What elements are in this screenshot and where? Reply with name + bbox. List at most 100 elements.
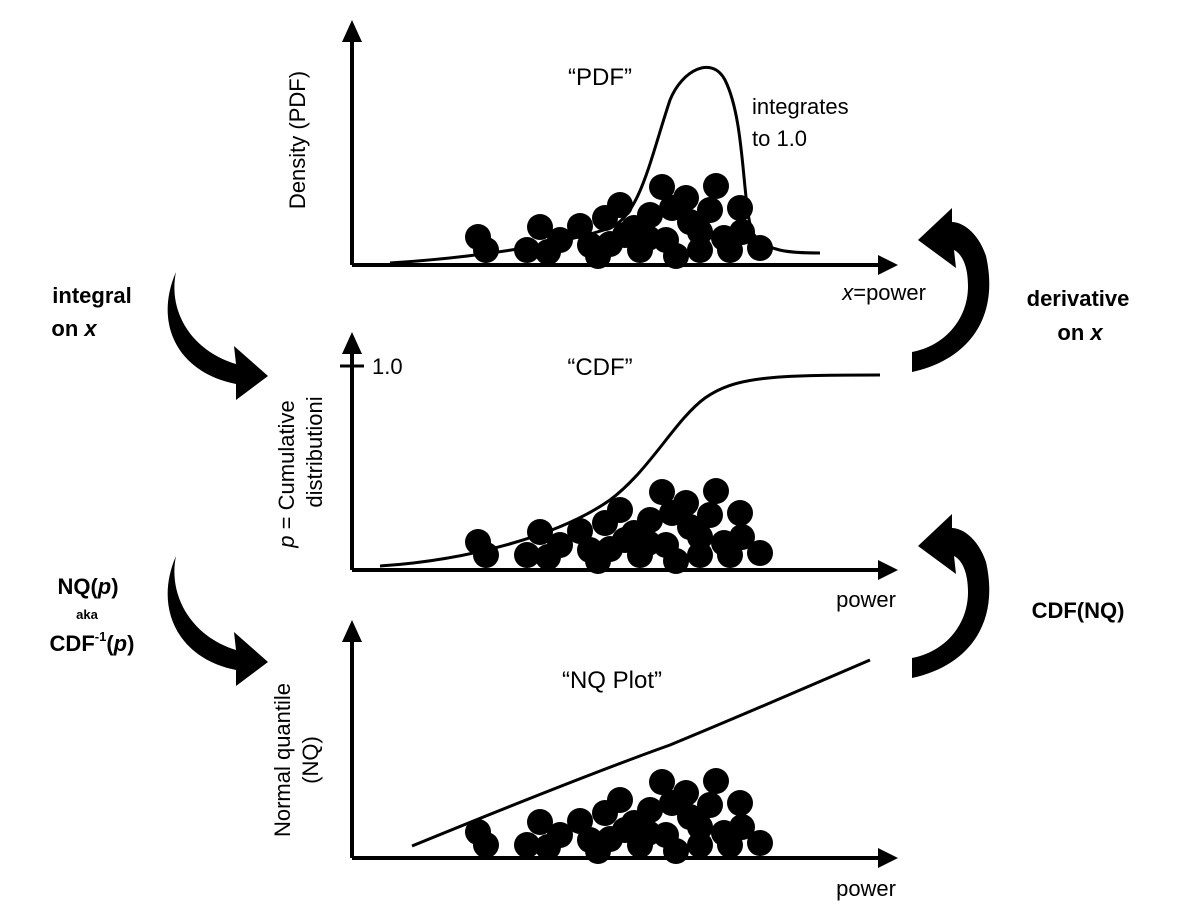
nq-title: “NQ Plot”	[562, 667, 662, 694]
pdf-title: “PDF”	[568, 64, 632, 91]
nq-y-axis	[342, 620, 362, 858]
derivative-label-var: x	[1089, 320, 1103, 345]
nq-transform-label-line3: CDF-1(p)	[50, 629, 135, 656]
data-point-dot	[673, 780, 699, 806]
integral-label-line2: on x	[51, 316, 97, 341]
cdf-nq-label: CDF(NQ)	[1032, 598, 1125, 623]
derivative-label-prefix: on	[1057, 320, 1090, 345]
data-point-dot	[653, 227, 679, 253]
data-point-dot	[717, 542, 743, 568]
cdf-tick-label: 1.0	[372, 354, 403, 379]
nq-x-label: power	[836, 876, 896, 901]
data-point-dot	[673, 490, 699, 516]
data-point-dot	[677, 804, 703, 830]
pdf-y-axis	[342, 20, 362, 265]
nq-transform-label-aka: aka	[76, 607, 98, 622]
integral-curved-arrow-icon	[167, 272, 268, 400]
cdf-y-label-line1: p = Cumulative	[274, 400, 299, 548]
nq-curved-arrow-icon	[167, 556, 268, 686]
inverse-cdf-superscript: -1	[95, 629, 107, 644]
nq-panel: “NQ Plot” Normal quantile (NQ) power	[270, 620, 898, 901]
pdf-x-label: x=power	[841, 280, 926, 305]
cdf-title: “CDF”	[567, 354, 632, 381]
data-point-dot	[637, 507, 663, 533]
pdf-data-points	[465, 173, 773, 269]
inverse-cdf-open: (	[106, 631, 114, 656]
pdf-panel: “PDF” Density (PDF) x=power integrates t…	[285, 20, 926, 305]
cdf-panel: 1.0 “CDF” p = Cumulative distributioni p…	[274, 332, 898, 612]
data-point-dot	[514, 237, 540, 263]
integral-label-prefix: on	[51, 316, 84, 341]
data-point-dot	[703, 768, 729, 794]
cdf-data-points	[465, 478, 773, 574]
cdf-y-label-line2: distributioni	[302, 396, 327, 507]
integral-label-line1: integral	[52, 283, 131, 308]
data-point-dot	[547, 532, 573, 558]
data-point-dot	[637, 202, 663, 228]
pdf-note-line2: to 1.0	[752, 126, 807, 151]
nq-transform-var: p	[97, 574, 111, 599]
data-point-dot	[607, 787, 633, 813]
pdf-note-line1: integrates	[752, 94, 849, 119]
data-point-dot	[653, 822, 679, 848]
nq-transform-prefix: NQ(	[57, 574, 98, 599]
data-point-dot	[677, 209, 703, 235]
data-point-dot	[527, 214, 553, 240]
cdf-y-label-var: p	[274, 535, 299, 548]
cdf-x-axis	[352, 560, 898, 580]
data-point-dot	[473, 237, 499, 263]
derivative-label-line2: on x	[1057, 320, 1103, 345]
derivative-label-line1: derivative	[1027, 286, 1130, 311]
cdf-nq-curved-arrow-icon	[912, 514, 990, 678]
data-point-dot	[697, 792, 723, 818]
data-point-dot	[673, 185, 699, 211]
data-point-dot	[585, 243, 611, 269]
data-point-dot	[585, 548, 611, 574]
pdf-x-label-var: x	[841, 280, 854, 305]
data-point-dot	[717, 237, 743, 263]
data-point-dot	[727, 790, 753, 816]
pdf-x-axis	[352, 255, 898, 275]
data-point-dot	[607, 192, 633, 218]
nq-transform-suffix: )	[111, 574, 118, 599]
nq-data-points	[465, 768, 773, 864]
nq-y-label-line1: Normal quantile	[270, 683, 295, 837]
data-point-dot	[697, 197, 723, 223]
data-point-dot	[637, 797, 663, 823]
data-point-dot	[697, 502, 723, 528]
data-point-dot	[747, 235, 773, 261]
data-point-dot	[727, 195, 753, 221]
inverse-cdf-prefix: CDF	[50, 631, 95, 656]
data-point-dot	[703, 173, 729, 199]
data-point-dot	[747, 540, 773, 566]
data-point-dot	[649, 174, 675, 200]
cdf-y-axis	[342, 332, 362, 570]
data-point-dot	[649, 479, 675, 505]
data-point-dot	[677, 514, 703, 540]
data-point-dot	[514, 832, 540, 858]
data-point-dot	[607, 497, 633, 523]
pdf-x-label-rest: =power	[853, 280, 926, 305]
data-point-dot	[649, 769, 675, 795]
data-point-dot	[527, 519, 553, 545]
cdf-x-label: power	[836, 587, 896, 612]
data-point-dot	[612, 527, 638, 553]
data-point-dot	[653, 532, 679, 558]
data-point-dot	[687, 542, 713, 568]
data-point-dot	[727, 500, 753, 526]
data-point-dot	[703, 478, 729, 504]
data-point-dot	[473, 832, 499, 858]
nq-x-axis	[352, 848, 898, 868]
pdf-y-label: Density (PDF)	[285, 71, 310, 209]
data-point-dot	[717, 832, 743, 858]
data-point-dot	[547, 822, 573, 848]
data-point-dot	[527, 809, 553, 835]
data-point-dot	[687, 832, 713, 858]
data-point-dot	[585, 838, 611, 864]
inverse-cdf-var: p	[113, 631, 127, 656]
data-point-dot	[612, 222, 638, 248]
data-point-dot	[612, 817, 638, 843]
nq-transform-label-line1: NQ(p)	[57, 574, 118, 599]
data-point-dot	[514, 542, 540, 568]
